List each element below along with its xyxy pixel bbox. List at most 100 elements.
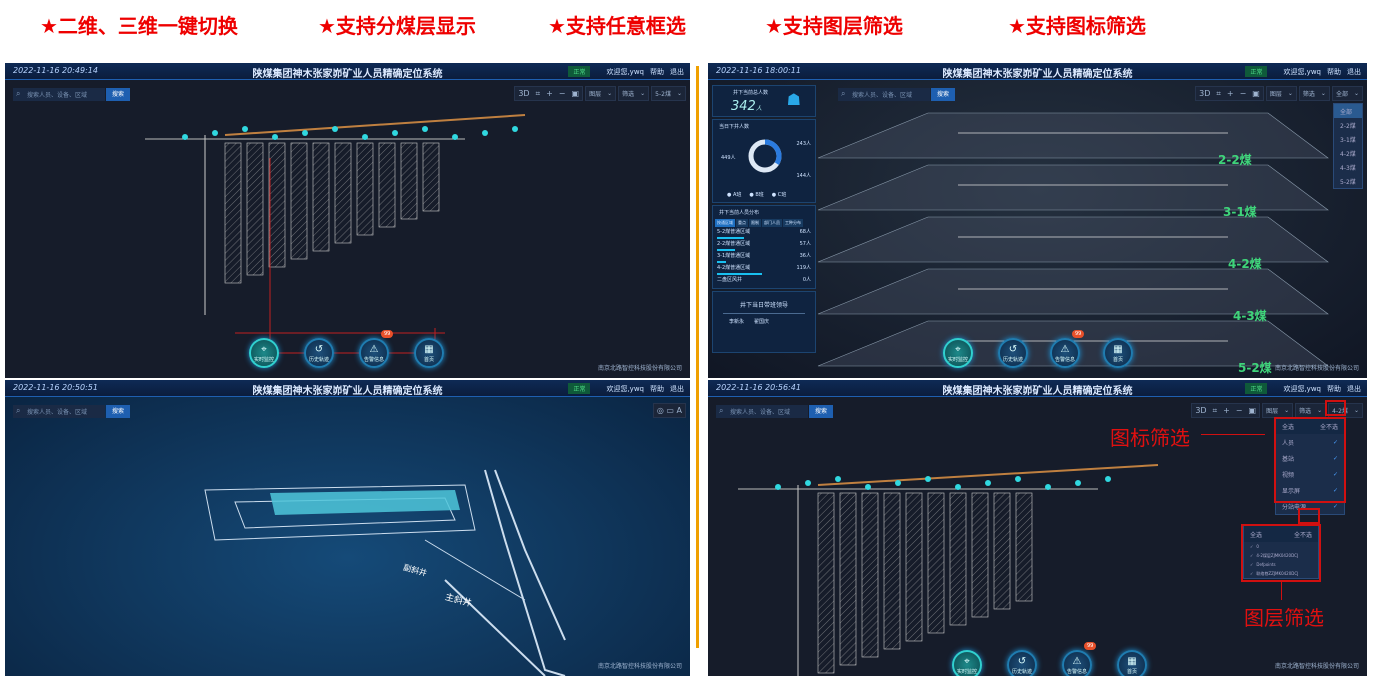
- header: 2022-11-16 20:56:41 陕煤集团神木张家峁矿业人员精确定位系统 …: [708, 380, 1367, 397]
- zoom-out-icon[interactable]: −: [1235, 406, 1243, 415]
- layer-filter-option[interactable]: ✓ 0: [1250, 544, 1259, 549]
- 3d-toggle[interactable]: 3D: [518, 89, 530, 98]
- search-button[interactable]: 搜索: [106, 88, 130, 101]
- coal-select[interactable]: 5-2煤⌄: [651, 86, 686, 101]
- header: 2022-11-16 18:00:11 陕煤集团神木张家峁矿业人员精确定位系统 …: [708, 63, 1367, 80]
- status-badge: 正常: [568, 383, 591, 394]
- search-input[interactable]: ⌕搜索人员、设备、区域: [716, 405, 808, 418]
- header: 2022-11-16 20:49:14 陕煤集团神木张家峁矿业人员精确定位系统 …: [5, 63, 690, 80]
- select-none[interactable]: 全不选: [1293, 531, 1312, 539]
- search-input[interactable]: ⌕搜索人员、设备、区域: [13, 88, 105, 101]
- screen-tr: 2022-11-16 18:00:11 陕煤集团神木张家峁矿业人员精确定位系统 …: [708, 63, 1367, 378]
- zoom-in-icon[interactable]: +: [1226, 89, 1234, 98]
- history-track-button[interactable]: ↺历史轨迹: [998, 338, 1028, 368]
- select-all[interactable]: 全选: [1282, 423, 1295, 431]
- logout-link[interactable]: 退出: [1347, 384, 1361, 393]
- help-link[interactable]: 帮助: [650, 67, 664, 76]
- realtime-monitor-button[interactable]: ⌖实时监控: [249, 338, 279, 368]
- map-tools[interactable]: ◎ ▭ A: [652, 403, 686, 418]
- layer-select[interactable]: 图层⌄: [1265, 86, 1297, 101]
- coal-option[interactable]: 3-1煤: [1340, 136, 1356, 144]
- search-button[interactable]: 搜索: [931, 88, 955, 101]
- dist-tab[interactable]: 重点: [736, 219, 748, 227]
- filter-select[interactable]: 筛选⌄: [1298, 86, 1330, 101]
- dist-tab[interactable]: 限制: [749, 219, 761, 227]
- coal-option[interactable]: 5-2煤: [1340, 178, 1356, 186]
- save-icon[interactable]: ▣: [1252, 89, 1260, 98]
- search-button[interactable]: 搜索: [106, 405, 130, 418]
- header: 2022-11-16 20:50:51 陕煤集团神木张家峁矿业人员精确定位系统 …: [5, 380, 690, 397]
- alarm-button[interactable]: ⚠告警信息: [1062, 650, 1092, 676]
- save-icon[interactable]: ▣: [1248, 406, 1257, 415]
- base-station-marker: [422, 126, 428, 132]
- icon-filter-option[interactable]: 基站✓: [1282, 454, 1338, 463]
- logout-link[interactable]: 退出: [1347, 67, 1361, 76]
- app-title: 陕煤集团神木张家峁矿业人员精确定位系统: [252, 69, 443, 80]
- home-button[interactable]: ▦首页: [1117, 650, 1147, 676]
- zoom-in-icon[interactable]: +: [546, 89, 553, 98]
- history-track-button[interactable]: ↺历史轨迹: [1007, 650, 1037, 676]
- box-select-icon[interactable]: ⌗: [535, 88, 541, 98]
- save-icon[interactable]: ▣: [571, 89, 580, 98]
- zoom-in-icon[interactable]: +: [1223, 406, 1230, 415]
- 3d-toggle[interactable]: 3D: [1199, 89, 1211, 98]
- help-link[interactable]: 帮助: [1327, 67, 1341, 76]
- select-none[interactable]: 全不选: [1319, 423, 1338, 431]
- alarm-button[interactable]: ⚠告警信息: [1050, 338, 1080, 368]
- annotation-arrow: [1201, 434, 1265, 435]
- logout-link[interactable]: 退出: [670, 384, 684, 393]
- layer-filter-option[interactable]: ✓ 联络巷ZZJMK0420DCJ: [1250, 570, 1299, 577]
- coal-option[interactable]: 4-3煤: [1340, 164, 1356, 172]
- icon-filter-option[interactable]: 分站电源✓: [1282, 502, 1338, 511]
- search-input[interactable]: ⌕搜索人员、设备、区域: [838, 88, 930, 101]
- icon-filter-option[interactable]: 视频✓: [1282, 470, 1338, 479]
- filter-select[interactable]: 筛选⌄: [1295, 403, 1327, 418]
- search-button[interactable]: 搜索: [809, 405, 833, 418]
- home-button[interactable]: ▦首页: [1103, 338, 1133, 368]
- coal-option[interactable]: 2-2煤: [1340, 122, 1356, 130]
- coal-option[interactable]: 4-2煤: [1340, 150, 1356, 158]
- icon-filter-option[interactable]: 显示屏✓: [1282, 486, 1338, 495]
- realtime-monitor-button[interactable]: ⌖实时监控: [952, 650, 982, 676]
- status-badge: 正常: [1245, 383, 1268, 394]
- user-link[interactable]: 欢迎您,ywq: [606, 67, 644, 76]
- user-link[interactable]: 欢迎您,ywq: [606, 384, 644, 393]
- logout-link[interactable]: 退出: [670, 67, 684, 76]
- coal-option[interactable]: 全部: [1334, 104, 1362, 118]
- select-all[interactable]: 全选: [1250, 531, 1263, 539]
- help-link[interactable]: 帮助: [1327, 384, 1341, 393]
- home-button[interactable]: ▦首页: [414, 338, 444, 368]
- layer-filter-option[interactable]: ✓ 4-2煤层ZJMK0420DCJ: [1250, 552, 1299, 559]
- dist-tab[interactable]: 部门人员: [762, 219, 782, 227]
- filter-select[interactable]: 筛选⌄: [618, 86, 650, 101]
- search-input[interactable]: ⌕搜索人员、设备、区域: [13, 405, 105, 418]
- layer-select[interactable]: 图层⌄: [585, 86, 617, 101]
- map-toolbar: 3D ⌗ +−▣ 图层⌄ 筛选⌄ 全部⌄: [1195, 86, 1363, 101]
- zoom-out-icon[interactable]: −: [558, 89, 566, 98]
- dist-tab[interactable]: 按通区域: [715, 219, 735, 227]
- user-link[interactable]: 欢迎您,ywq: [1283, 67, 1321, 76]
- base-station-marker: [835, 476, 841, 482]
- zoom-out-icon[interactable]: −: [1239, 89, 1247, 98]
- user-link[interactable]: 欢迎您,ywq: [1283, 384, 1321, 393]
- company-label: 南京北路智控科技股份有限公司: [1274, 663, 1359, 670]
- help-link[interactable]: 帮助: [650, 384, 664, 393]
- leader-card: 井下当日带班领导李新永翟国庆: [712, 291, 816, 353]
- box-select-icon[interactable]: ⌗: [1212, 405, 1218, 415]
- box-select-icon[interactable]: ⌗: [1216, 88, 1221, 98]
- layer-select[interactable]: 图层⌄: [1262, 403, 1294, 418]
- layer-filter-option[interactable]: ✓ Defpoints: [1250, 562, 1276, 567]
- coal-dropdown: 全部 2-2煤 3-1煤 4-2煤 4-3煤 5-2煤: [1333, 103, 1363, 189]
- dist-tab[interactable]: 工种分布: [783, 219, 803, 227]
- 3d-toggle[interactable]: 3D: [1195, 406, 1207, 415]
- leader-name: 翟国庆: [754, 319, 770, 325]
- icon-filter-dropdown: 全选 全不选人员✓ 基站✓ 视频✓ 显示屏✓ 分站电源✓: [1275, 417, 1345, 515]
- icon-filter-option[interactable]: 人员✓: [1282, 438, 1338, 447]
- coal-select[interactable]: 全部⌄: [1331, 86, 1363, 101]
- history-track-button[interactable]: ↺历史轨迹: [304, 338, 334, 368]
- search-icon: ⌕: [16, 406, 21, 415]
- alarm-button[interactable]: ⚠告警信息: [359, 338, 389, 368]
- search-icon: ⌕: [719, 406, 724, 415]
- realtime-monitor-button[interactable]: ⌖实时监控: [943, 338, 973, 368]
